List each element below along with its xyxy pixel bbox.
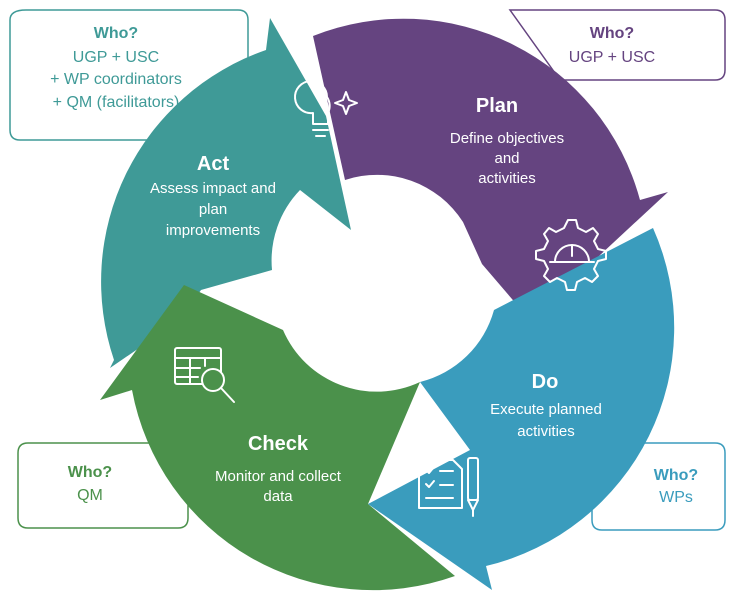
phase-act-desc-1: Assess impact and [150,180,276,197]
phase-act-desc-3: improvements [166,222,260,239]
phase-check: Check Monitor and collect data [215,433,342,505]
callout-do-label: Who? [654,467,698,484]
phase-act-desc-2: plan [199,201,227,218]
callout-act-line-1: UGP + USC [73,49,159,66]
phase-plan-desc-2: and [494,150,519,167]
do-arrow [368,228,675,590]
phase-act-title: Act [197,153,230,175]
act-arrow [101,18,351,368]
gear-hardhat-icon [535,219,607,291]
phase-check-desc-2: data [263,488,293,505]
check-arrow [100,285,455,591]
phase-plan-title: Plan [476,95,518,117]
callout-check: Who? QM [17,442,189,529]
callout-do-line-1: WPs [659,489,693,506]
callout-check-label: Who? [68,464,112,481]
phase-act: Act Assess impact and plan improvements [150,153,276,239]
callout-act-line-3: + QM (facilitators) [53,94,180,111]
phase-check-title: Check [248,433,309,455]
callout-plan-label: Who? [590,25,634,42]
phase-plan-desc-3: activities [478,170,536,187]
phase-do-title: Do [532,371,559,393]
phase-check-desc-1: Monitor and collect [215,468,342,485]
checklist-pen-icon [418,457,479,517]
table-magnifier-icon [174,347,235,403]
phase-do-desc-1: Execute planned [490,401,602,418]
phase-do-desc-2: activities [517,423,575,440]
callout-plan: Who? UGP + USC [508,9,726,81]
plan-arrow [313,18,668,321]
phase-plan-desc-1: Define objectives [450,130,564,147]
callout-act-label: Who? [94,25,138,42]
phase-do: Do Execute planned activities [490,371,602,440]
lightbulb-sparkle-icon [294,80,358,137]
phase-plan: Plan Define objectives and activities [450,95,564,187]
callout-act-line-2: + WP coordinators [50,71,182,88]
callout-plan-line-1: UGP + USC [569,49,655,66]
callout-check-line-1: QM [77,487,103,504]
